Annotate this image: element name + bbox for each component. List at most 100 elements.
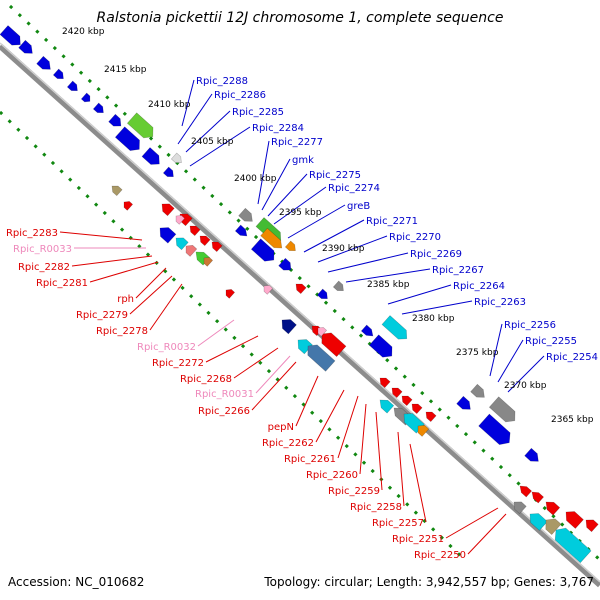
gene-arrow	[295, 283, 307, 295]
reverse-cds	[295, 283, 307, 295]
rna-feature	[175, 215, 186, 225]
genome-summary-text: Topology: circular; Length: 3,942,557 bp…	[263, 575, 594, 589]
rna-gene-label: Rpic_R0033	[13, 244, 72, 255]
reverse-gene-label: Rpic_2266	[198, 406, 250, 417]
gene-arrow	[379, 377, 391, 389]
rna-feature	[263, 285, 274, 295]
forward-cds-orange	[284, 240, 296, 251]
forward-cds-gray	[332, 280, 344, 291]
gene-arrow	[565, 511, 584, 529]
forward-leader	[261, 158, 291, 211]
gene-arrow	[185, 244, 198, 257]
gene-arrow	[195, 251, 211, 266]
reverse-cds-orange	[417, 424, 430, 437]
gene-arrow	[545, 501, 561, 516]
gene-arrow	[278, 257, 292, 271]
forward-leader	[327, 252, 409, 273]
forward-cds	[368, 334, 393, 358]
reverse-cds-green	[195, 251, 211, 266]
reverse-leader	[445, 507, 499, 539]
forward-leader	[177, 93, 213, 145]
gene-arrow	[513, 501, 527, 515]
gene-arrow	[225, 289, 236, 299]
gene-arrow	[92, 102, 104, 113]
reverse-cds-teal	[297, 339, 313, 355]
reverse-cds-gray	[513, 501, 527, 515]
reverse-cds	[211, 241, 223, 253]
leader-layer	[59, 79, 545, 555]
reverse-gene-label: Rpic_2279	[76, 310, 128, 321]
kbp-tick-label: 2400 kbp	[234, 174, 277, 184]
reverse-cds	[565, 511, 584, 529]
gene-arrow	[234, 224, 248, 237]
reverse-leader	[149, 283, 183, 331]
reverse-leader	[409, 443, 427, 523]
reverse-cds-pink	[185, 244, 198, 257]
kbp-tick-label: 2380 kbp	[412, 314, 455, 324]
forward-gene-label: Rpic_2254	[546, 352, 598, 363]
gene-arrow	[381, 315, 408, 340]
gene-arrow	[307, 344, 336, 372]
gene-arrow	[297, 339, 313, 355]
forward-gene-label: gmk	[292, 155, 314, 166]
gene-arrow	[36, 55, 51, 70]
gene-arrow	[316, 288, 328, 299]
gene-arrow	[199, 235, 211, 247]
forward-cds	[80, 92, 91, 103]
forward-cds	[250, 238, 275, 262]
forward-cds	[66, 80, 78, 91]
gene-arrow	[391, 387, 403, 399]
reverse-gene-label: Rpic_2272	[152, 358, 204, 369]
forward-leader	[257, 140, 270, 205]
reverse-cds	[189, 225, 201, 237]
forward-leader	[267, 173, 308, 217]
gene-arrow	[401, 395, 413, 407]
forward-leader	[497, 339, 524, 383]
forward-cds-gray	[470, 383, 485, 398]
reverse-cds	[411, 403, 423, 415]
forward-leader	[181, 79, 195, 127]
reverse-cds	[161, 203, 175, 217]
kbp-tick-label: 2365 kbp	[551, 415, 594, 425]
forward-cds	[52, 68, 64, 79]
outer-tick-ring	[8, 4, 600, 562]
reverse-cds	[401, 395, 413, 407]
forward-leader	[387, 284, 452, 305]
reverse-leader	[397, 431, 405, 507]
gene-arrow	[545, 518, 562, 535]
forward-gene-label: Rpic_2274	[328, 183, 380, 194]
forward-cds	[456, 395, 471, 410]
reverse-cds	[391, 387, 403, 399]
reverse-cds-navy	[281, 319, 297, 335]
gene-arrow	[411, 403, 423, 415]
gene-arrow	[123, 201, 134, 211]
forward-cds	[36, 55, 51, 70]
chromosome-backbone	[0, 43, 600, 588]
rna-feature	[317, 327, 328, 337]
reverse-cds	[531, 491, 545, 504]
gene-arrow	[111, 185, 123, 197]
reverse-cds-brown	[203, 257, 214, 267]
gene-arrow	[456, 395, 471, 410]
reverse-cds	[519, 485, 533, 498]
forward-leader	[401, 300, 473, 315]
gene-arrow	[554, 527, 592, 564]
forward-gene-label: Rpic_2286	[214, 90, 266, 101]
accession-text: Accession: NC_010682	[8, 575, 144, 589]
gene-arrow	[519, 485, 533, 498]
kbp-tick-label: 2395 kbp	[279, 208, 322, 218]
gene-arrow	[260, 227, 283, 249]
gene-arrow	[317, 327, 328, 337]
gene-arrow	[360, 324, 374, 337]
forward-gene-label: greB	[347, 201, 370, 212]
gene-arrow	[0, 25, 21, 46]
forward-cds	[316, 288, 328, 299]
forward-cds	[92, 102, 104, 113]
reverse-leader	[337, 395, 359, 459]
reverse-cds-teal	[379, 399, 395, 414]
forward-gene-label: Rpic_2256	[504, 320, 556, 331]
forward-leader	[345, 268, 431, 283]
forward-gene-label: Rpic_2264	[453, 281, 505, 292]
forward-cds	[141, 147, 160, 165]
